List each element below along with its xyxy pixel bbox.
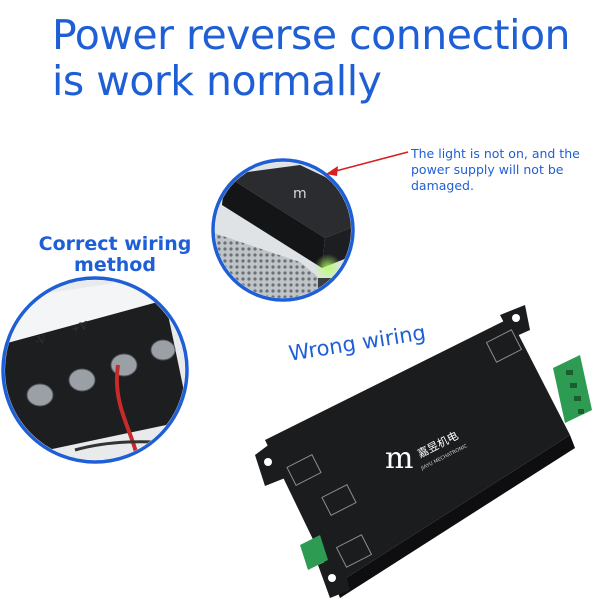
indicator-light: [314, 254, 342, 282]
device-logo-icon: m: [385, 441, 413, 476]
red-arrow: [326, 151, 409, 176]
green-terminal-left: [300, 535, 328, 570]
green-terminal-right: [553, 355, 592, 423]
correct-wiring-line-1: Correct wiring: [38, 233, 192, 255]
main-device: m 嘉昱机电 JIAYU MECHATRONIC: [255, 305, 592, 598]
headline-line-2: is work normally: [52, 57, 382, 105]
left-photo-circle: [1, 276, 189, 464]
top-photo-circle: m: [211, 158, 355, 302]
top-photo-logo: m: [293, 186, 307, 202]
correct-wiring-line-2: method: [74, 254, 156, 276]
headline: Power reverse connection is work normall…: [52, 11, 571, 105]
terminal-label-minus: -V: [33, 332, 48, 348]
callout-text: The light is not on, and the power suppl…: [411, 146, 580, 193]
correct-wiring-label: Correct wiring method: [20, 234, 210, 276]
headline-line-1: Power reverse connection: [52, 11, 571, 59]
terminal-label-plus: +V: [69, 319, 90, 336]
